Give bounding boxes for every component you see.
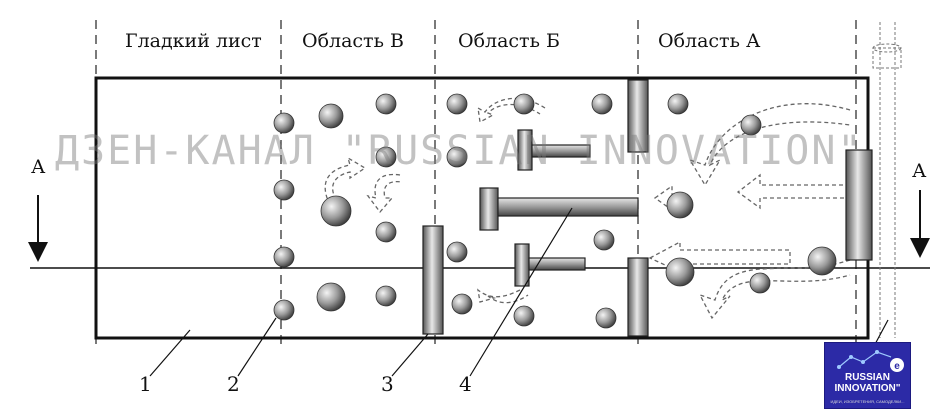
callout-3: 3: [381, 372, 394, 396]
logo-line-1: RUSSIAN: [844, 372, 890, 383]
region-label-a: Область А: [658, 30, 761, 52]
logo-tagline: ИДЕИ, ИЗОБРЕТЕНИЯ, САМОДЕЛКИ...: [830, 399, 905, 404]
rods: [479, 129, 639, 287]
leader-lines: [149, 207, 889, 377]
svg-text:e: e: [894, 361, 900, 372]
logo-graph-icon: e: [837, 350, 904, 372]
baffle-posts: [422, 79, 873, 337]
watermark-text: ДЗЕН-КАНАЛ "RUSSIAN INNOVATION": [55, 128, 864, 174]
callout-4: 4: [459, 372, 472, 396]
particles: [273, 93, 837, 329]
outlet-pipe: [872, 22, 902, 338]
section-mark-left: А: [31, 156, 46, 178]
section-mark-right: А: [912, 160, 927, 182]
region-label-smooth-sheet: Гладкий лист: [125, 30, 262, 52]
callout-1: 1: [139, 372, 152, 396]
region-label-v: Область Б: [458, 30, 560, 52]
logo-line-2: INNOVATION": [834, 383, 901, 394]
region-dividers: [95, 20, 857, 345]
region-label-b: Область В: [302, 30, 404, 52]
callout-2: 2: [227, 372, 240, 396]
channel-logo: e RUSSIAN INNOVATION" ИДЕИ, ИЗОБРЕТЕНИЯ,…: [824, 342, 911, 409]
